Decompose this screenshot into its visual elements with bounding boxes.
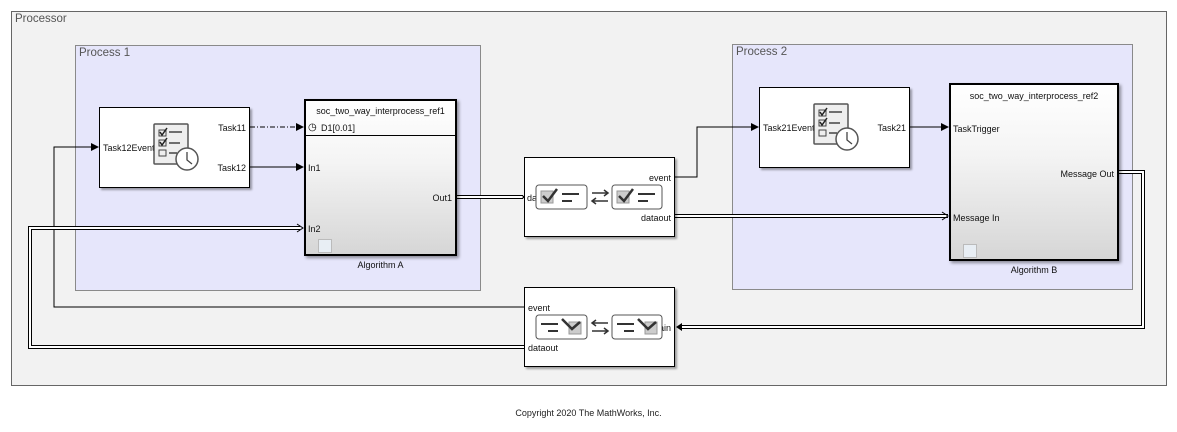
port-task12event: Task12Event — [103, 143, 155, 153]
port-message-out: Message Out — [1060, 169, 1114, 179]
task-manager-1-block[interactable]: Task12Event Task11 Task12 — [99, 107, 250, 188]
algorithm-b-title: soc_two_way_interprocess_ref2 — [969, 91, 1099, 101]
ipc-channel-bottom-block[interactable]: datain event dataout — [524, 287, 675, 367]
task-manager-2-block[interactable]: Task21Event Task21 — [759, 87, 910, 168]
port-in2: In2 — [308, 224, 321, 234]
algorithm-a-block[interactable]: soc_two_way_interprocess_ref1 ◷ D1[0.01]… — [304, 99, 457, 256]
algorithm-a-label: Algorithm A — [357, 260, 404, 270]
port-task21event: Task21Event — [763, 123, 815, 133]
ipc-send-receive-icon — [535, 184, 663, 210]
port-dataout: dataout — [640, 213, 671, 223]
model-reference-icon — [963, 244, 977, 258]
processor-label: Processor — [15, 13, 67, 25]
clock-icon: ◷ — [308, 122, 317, 133]
algorithm-b-label: Algorithm B — [1010, 265, 1058, 275]
model-reference-icon — [318, 239, 332, 253]
port-tasktrigger: TaskTrigger — [953, 124, 1000, 134]
port-out1: Out1 — [432, 193, 452, 203]
ipc-channel-top-block[interactable]: datain event dataout — [524, 157, 675, 237]
port-task11: Task11 — [218, 123, 246, 133]
port-dataout: dataout — [528, 343, 559, 353]
wire-event-task21event[interactable] — [675, 123, 759, 178]
algorithm-b-block[interactable]: soc_two_way_interprocess_ref2 TaskTrigge… — [949, 83, 1119, 261]
wire-messageout-datain[interactable] — [680, 170, 1145, 329]
port-task21: Task21 — [877, 123, 906, 133]
process2-label: Process 2 — [736, 46, 788, 58]
process1-label: Process 1 — [79, 47, 131, 59]
copyright-footer: Copyright 2020 The MathWorks, Inc. — [515, 408, 662, 418]
trigger-divider — [306, 135, 455, 136]
ipc-receive-send-icon — [535, 314, 663, 340]
port-message-in: Message In — [953, 213, 1000, 223]
port-task12: Task12 — [217, 163, 246, 173]
algorithm-a-title: soc_two_way_interprocess_ref1 — [316, 106, 445, 116]
port-event: event — [528, 303, 551, 313]
task-scheduler-icon — [153, 123, 199, 171]
wire-dataout-in2[interactable] — [28, 226, 524, 349]
port-d1-trigger: D1[0.01] — [321, 123, 356, 133]
port-event: event — [648, 173, 671, 183]
task-scheduler-icon — [813, 103, 859, 151]
port-in1: In1 — [308, 163, 321, 173]
